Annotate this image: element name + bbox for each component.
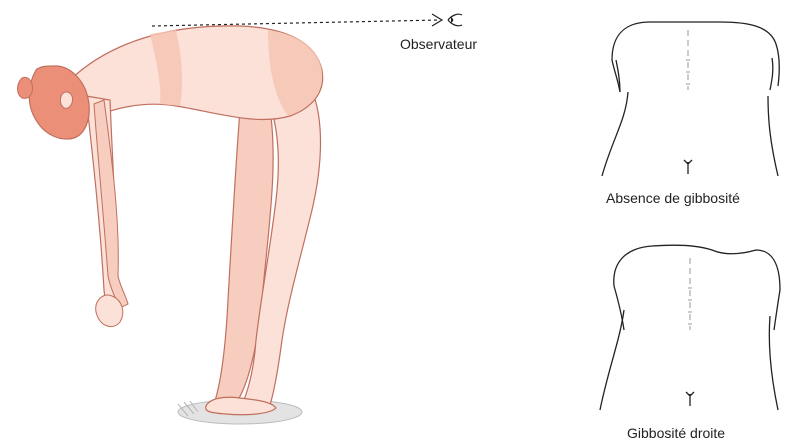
right-hump-label: Gibbosité droite — [627, 425, 725, 441]
back-view-no-hump — [602, 22, 779, 176]
eye-icon — [448, 14, 462, 26]
back-view-right-hump — [600, 245, 780, 410]
ear — [60, 92, 72, 108]
observer-label: Observateur — [400, 36, 477, 52]
no-hump-label: Absence de gibbosité — [606, 190, 740, 206]
sight-line — [152, 14, 442, 26]
bending-figure — [18, 26, 323, 424]
hair-bun — [18, 77, 33, 98]
